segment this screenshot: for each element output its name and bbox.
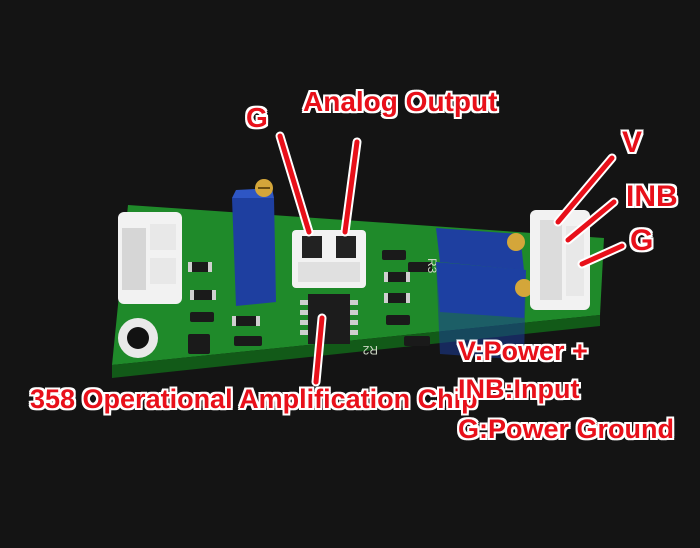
trimmer-screw-icon xyxy=(515,279,533,297)
legend-v: V:Power + xyxy=(458,336,588,366)
label-analog-output: Analog Output xyxy=(303,86,498,117)
left-trimmer-potentiometer xyxy=(232,179,276,306)
legend-inb: INB:Input xyxy=(458,374,580,404)
label-chip: 358 Operational Amplification Chip xyxy=(30,384,478,414)
silkscreen-r3-right: R3 xyxy=(425,258,439,274)
silkscreen-r2: R2 xyxy=(362,343,378,357)
trimmer-screw-icon xyxy=(507,233,525,251)
left-connector xyxy=(118,212,182,304)
pointer-lines xyxy=(275,131,627,387)
op-amp-chip xyxy=(300,294,358,344)
label-v: V xyxy=(622,126,643,159)
smd-components xyxy=(188,250,432,354)
output-connector xyxy=(292,230,366,288)
legend-g: G:Power Ground xyxy=(458,414,674,444)
label-inb: INB xyxy=(626,180,678,213)
label-g-right: G xyxy=(630,224,654,257)
label-g-top: G xyxy=(246,102,268,133)
right-trimmer-potentiometers xyxy=(436,228,533,360)
